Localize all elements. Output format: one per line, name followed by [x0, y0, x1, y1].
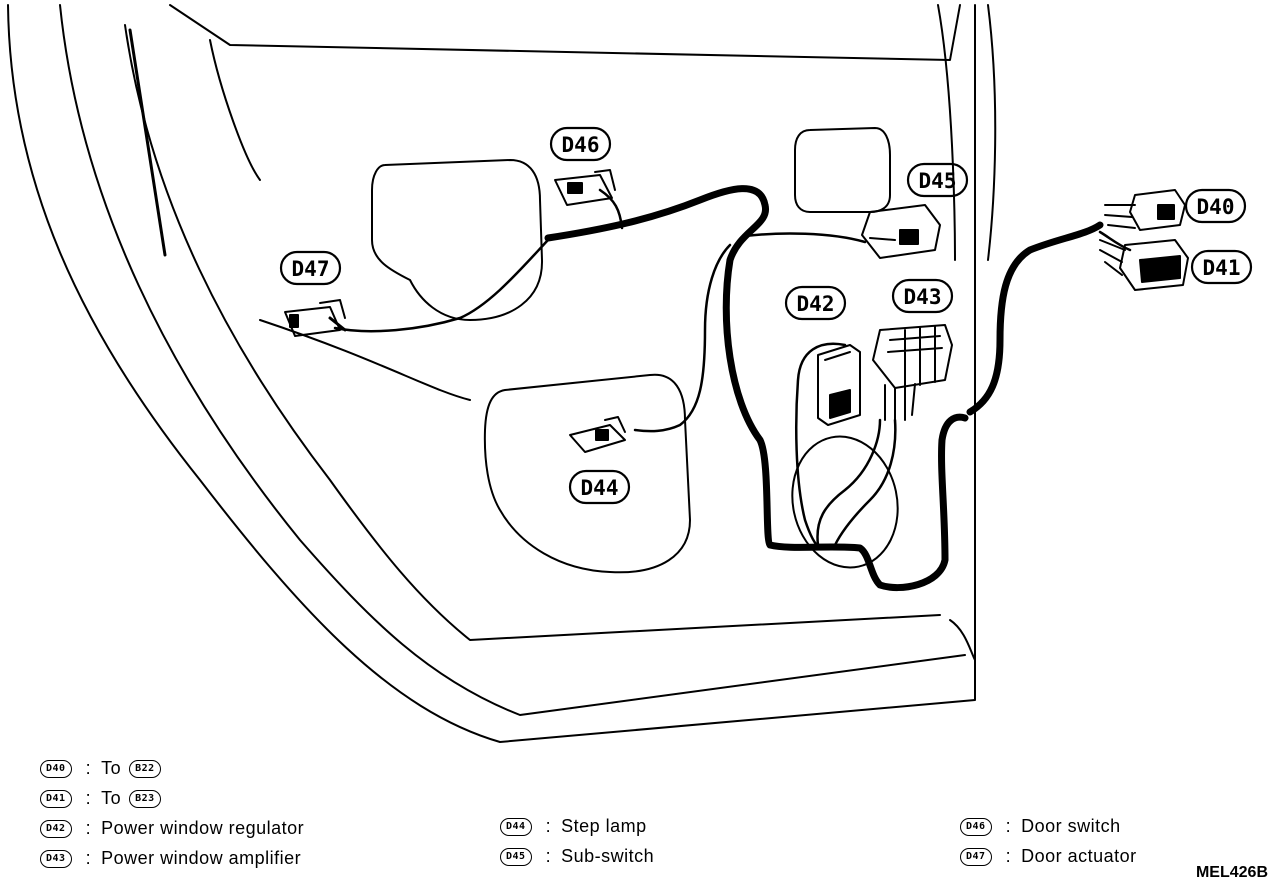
legend-row-d40: D40 : To B22 [40, 758, 161, 779]
callout-d43: D43 [891, 278, 954, 314]
connector-d40-shape [1104, 189, 1186, 231]
legend-separator: : [85, 788, 92, 808]
legend-ref-badge: B22 [129, 759, 161, 778]
legend-badge: D45 [500, 847, 532, 866]
legend-badge: D43 [40, 849, 72, 868]
callout-d45: D45 [906, 162, 969, 198]
callout-d43-text: D43 [904, 285, 942, 309]
connector-d44-shape [569, 416, 626, 453]
callout-d42-text: D42 [797, 292, 835, 316]
legend-badge: D46 [960, 817, 992, 836]
legend-text: Door switch [1021, 816, 1121, 836]
door-panel-outline [7, 4, 997, 743]
legend-text: Sub-switch [561, 846, 655, 866]
connector-d45-shape [861, 204, 941, 259]
legend-separator: : [85, 758, 92, 778]
connector-d41-shape [1099, 239, 1189, 291]
legend-row-d45: D45 : Sub-switch [500, 846, 654, 867]
callout-d47-text: D47 [292, 257, 330, 281]
legend-text: Step lamp [561, 816, 647, 836]
connector-d42-shape [817, 344, 861, 426]
legend-row-d47: D47 : Door actuator [960, 846, 1137, 867]
callout-d40-text: D40 [1197, 195, 1235, 219]
callout-d41: D41 [1190, 249, 1253, 285]
wire-harness-main [544, 185, 1104, 591]
figure-id: MEL426B [1195, 864, 1268, 881]
legend-row-d43: D43 : Power window amplifier [40, 848, 301, 869]
legend-text: To [101, 758, 122, 778]
legend-separator: : [85, 848, 92, 868]
callout-d45-text: D45 [919, 169, 957, 193]
legend-separator: : [1005, 816, 1012, 836]
connector-d46-shape [554, 169, 616, 206]
legend-ref-badge: B23 [129, 789, 161, 808]
legend-badge: D42 [40, 819, 72, 838]
connector-d47-shape [284, 299, 347, 337]
legend-text: Power window regulator [101, 818, 305, 838]
legend-separator: : [545, 816, 552, 836]
legend-separator: : [1005, 846, 1012, 866]
legend-row-d46: D46 : Door switch [960, 816, 1121, 837]
access-holes [371, 127, 899, 574]
callout-d44-text: D44 [581, 476, 619, 500]
legend-separator: : [85, 818, 92, 838]
legend-row-d41: D41 : To B23 [40, 788, 161, 809]
connector-d43-shape [872, 324, 953, 426]
legend-text: Power window amplifier [101, 848, 302, 868]
callout-d44: D44 [568, 469, 631, 505]
legend-badge: D41 [40, 789, 72, 808]
legend-badge: D47 [960, 847, 992, 866]
callout-d40: D40 [1184, 188, 1247, 224]
callout-d41-text: D41 [1203, 256, 1241, 280]
wire-branches [333, 188, 1132, 550]
legend-text: To [101, 788, 122, 808]
callout-d42: D42 [784, 285, 847, 321]
callout-d46: D46 [549, 126, 612, 162]
legend-badge: D44 [500, 817, 532, 836]
legend-badge: D40 [40, 759, 72, 778]
legend-row-d42: D42 : Power window regulator [40, 818, 304, 839]
callout-d46-text: D46 [562, 133, 600, 157]
legend-separator: : [545, 846, 552, 866]
legend-row-d44: D44 : Step lamp [500, 816, 647, 837]
callout-d47: D47 [279, 250, 342, 286]
legend-text: Door actuator [1021, 846, 1137, 866]
